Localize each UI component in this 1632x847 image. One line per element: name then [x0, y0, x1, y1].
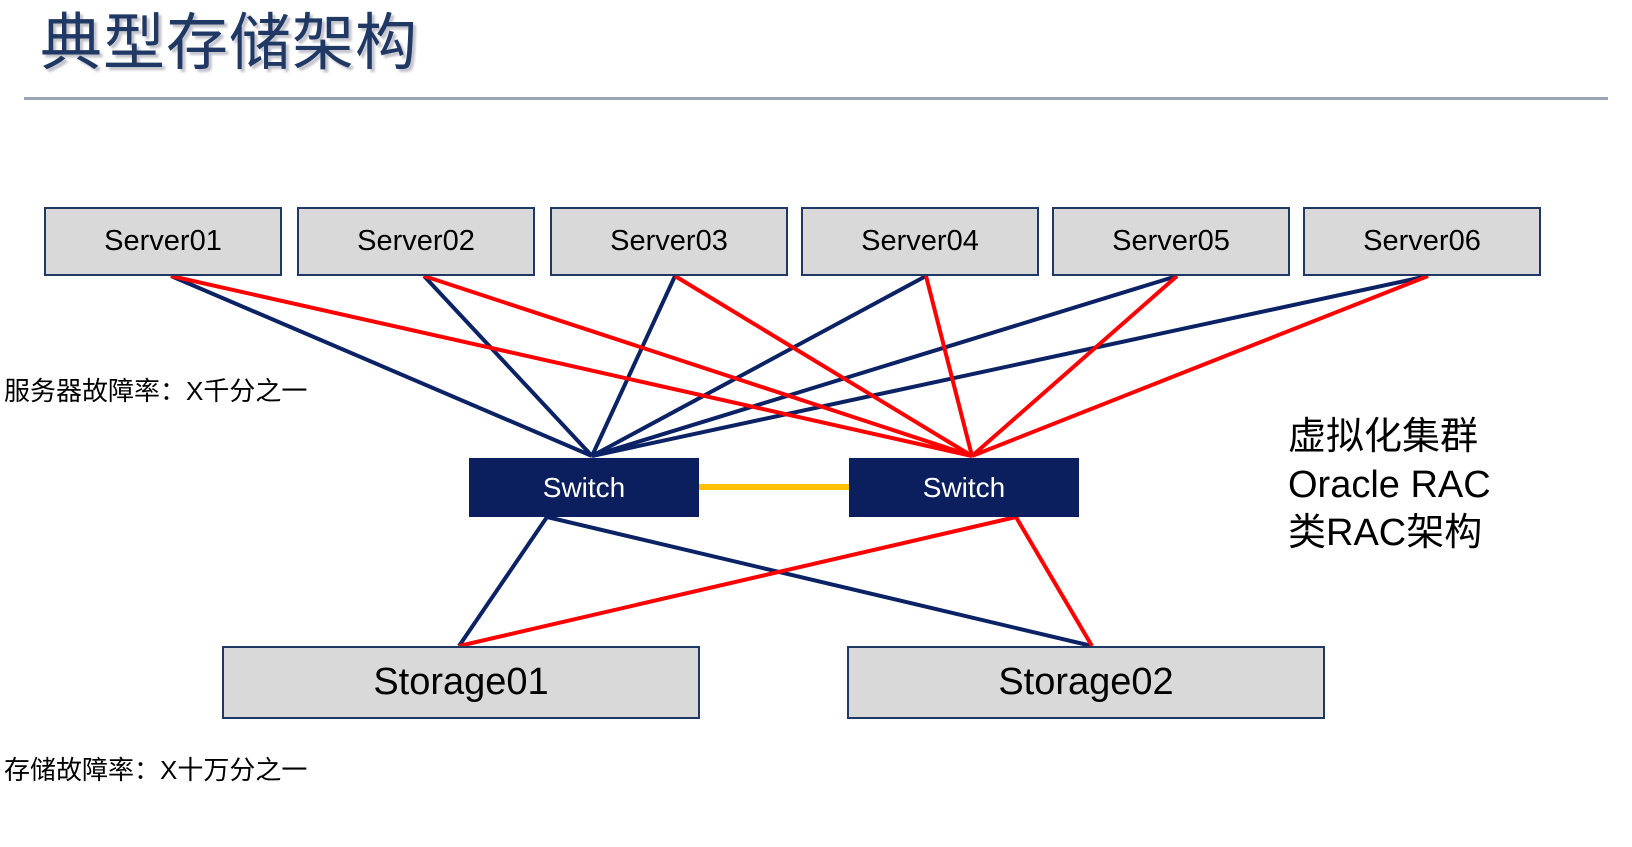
title-divider: [24, 97, 1608, 100]
link-switch-to-storage-red: [1014, 515, 1094, 648]
storage-failure-rate-label: 存储故障率：X十万分之一: [4, 755, 308, 785]
link-server-to-switch-red: [673, 274, 974, 458]
link-server-to-switch-red: [924, 275, 974, 457]
storage-label: Storage01: [373, 661, 549, 703]
cluster-note-line-2: Oracle RAC: [1288, 464, 1491, 506]
server-label: Server04: [861, 225, 979, 257]
cluster-notes-block: 虚拟化集群 Oracle RAC 类RAC架构: [1288, 413, 1491, 557]
link-server-to-switch-navy: [591, 274, 1178, 458]
server-box-02[interactable]: Server02: [297, 207, 535, 276]
server-box-06[interactable]: Server06: [1303, 207, 1541, 276]
cluster-note-line-1: 虚拟化集群: [1288, 416, 1479, 458]
link-switch-to-storage-navy: [457, 515, 549, 648]
storage-box-01[interactable]: Storage01: [222, 646, 700, 719]
server-label: Server03: [610, 225, 728, 257]
link-server-to-switch-red: [970, 274, 1179, 458]
server-box-04[interactable]: Server04: [801, 207, 1039, 276]
server-box-05[interactable]: Server05: [1052, 207, 1290, 276]
link-server-to-switch-red: [423, 274, 973, 458]
switch-box-right[interactable]: Switch: [849, 458, 1079, 517]
server-failure-rate-label: 服务器故障率：X千分之一: [4, 376, 308, 406]
cluster-note-line-3: 类RAC架构: [1288, 512, 1483, 554]
storage-label: Storage02: [998, 661, 1174, 703]
link-switch-to-storage-navy: [546, 515, 1093, 648]
server-label: Server02: [357, 225, 475, 257]
link-switch-to-storage-red: [458, 515, 1017, 648]
switch-label: Switch: [542, 471, 626, 503]
server-label: Server06: [1363, 225, 1481, 257]
switch-label: Switch: [922, 471, 1006, 503]
storage-box-02[interactable]: Storage02: [847, 646, 1325, 719]
page-title: 典型存储架构: [40, 9, 419, 78]
link-server-to-switch-red: [170, 274, 973, 458]
link-server-to-switch-navy: [591, 274, 927, 458]
switch-box-left[interactable]: Switch: [469, 458, 699, 517]
server-box-03[interactable]: Server03: [550, 207, 788, 276]
link-server-to-switch-navy: [170, 274, 593, 458]
server-label: Server01: [104, 225, 222, 257]
server-label: Server05: [1112, 225, 1230, 257]
link-server-to-switch-navy: [590, 275, 677, 457]
link-server-to-switch-navy: [422, 274, 594, 458]
server-box-01[interactable]: Server01: [44, 207, 282, 276]
